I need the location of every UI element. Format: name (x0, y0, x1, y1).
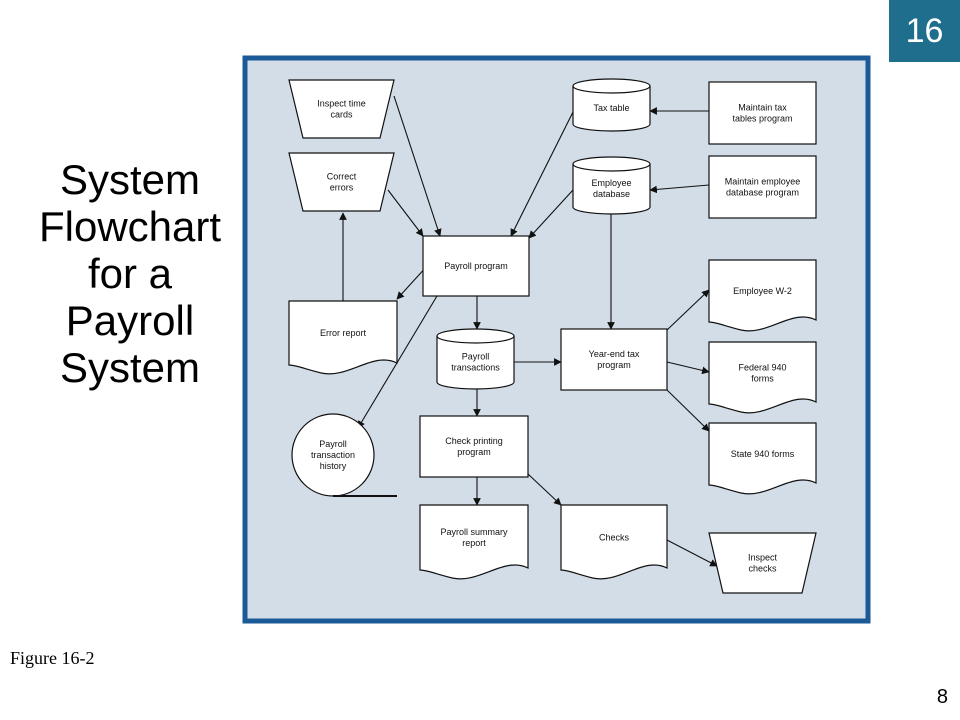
connector-arrow (393, 95, 442, 237)
chapter-badge: 16 (889, 0, 960, 62)
node-label: Employee (591, 178, 631, 188)
node-label: Payroll (462, 352, 490, 362)
node-label: transactions (451, 363, 500, 373)
node-label: errors (330, 183, 354, 193)
node-label: Error report (320, 328, 367, 338)
node-label: forms (751, 374, 774, 384)
connector-arrow (666, 389, 710, 432)
figure-caption: Figure 16-2 (10, 648, 95, 668)
title-line: Payroll (65, 297, 195, 344)
page-number: 8 (936, 686, 948, 708)
node-label: tables program (732, 114, 792, 124)
process-box (419, 415, 529, 478)
document-shape (708, 259, 817, 332)
connector-arrow (666, 361, 710, 375)
title-line: for a (87, 250, 173, 297)
process-box (708, 81, 817, 145)
node-label: program (597, 360, 631, 370)
node-label: transaction (311, 450, 355, 460)
title-line: System (59, 344, 201, 391)
node-label: Payroll summary (440, 527, 508, 537)
node-label: Payroll (319, 439, 347, 449)
connector-arrow (666, 289, 710, 331)
disk-storage-shape (572, 85, 651, 94)
process-box (560, 328, 668, 391)
connector-arrow (527, 473, 562, 506)
process-box (422, 235, 530, 297)
node-label: Year-end tax (589, 349, 640, 359)
document-shape (560, 504, 668, 580)
node-label: database (593, 189, 630, 199)
node-label: history (320, 461, 347, 471)
node-label: Checks (599, 533, 630, 543)
node-label: Maintain tax (738, 103, 787, 113)
title-line: System (59, 156, 201, 203)
node-error-report: Error report (288, 300, 398, 375)
node-label: Federal 940 (738, 363, 786, 373)
node-label: database program (726, 188, 799, 198)
connector-arrow (666, 539, 718, 567)
connector-arrow (510, 107, 576, 237)
node-label: Check printing (445, 436, 503, 446)
connectors (339, 95, 718, 567)
node-label: Tax table (593, 103, 629, 113)
document-shape (708, 341, 817, 414)
connector-arrow (528, 189, 574, 239)
node-label: Inspect time (317, 99, 366, 109)
node-label: Employee W-2 (733, 286, 792, 296)
connector-arrow (387, 189, 424, 237)
node-tax-table: Tax table (572, 78, 651, 132)
manual-operation-shape (708, 532, 817, 594)
node-label: Maintain employee (725, 177, 801, 187)
node-label: report (462, 538, 486, 548)
node-label: Inspect (748, 553, 778, 563)
process-box (708, 155, 817, 219)
node-label: program (457, 447, 491, 457)
node-label: Correct (327, 172, 357, 182)
slide-title: System Flowchart for a Payroll System (10, 156, 250, 391)
node-payroll-program: Payroll program (422, 235, 530, 297)
document-shape (419, 504, 529, 580)
manual-operation-shape (288, 79, 395, 139)
node-label: Payroll program (444, 261, 508, 271)
node-checks: Checks (560, 504, 668, 580)
document-shape (288, 300, 398, 375)
node-label: checks (748, 564, 777, 574)
document-shape (708, 422, 817, 495)
node-label: cards (330, 110, 353, 120)
disk-storage-shape (572, 163, 651, 172)
title-line: Flowchart (38, 203, 222, 250)
chapter-number: 16 (905, 11, 944, 50)
connector-arrow (649, 184, 710, 194)
node-state-940: State 940 forms (708, 422, 817, 495)
node-label: State 940 forms (731, 449, 795, 459)
node-employee-w2: Employee W-2 (708, 259, 817, 332)
manual-operation-shape (288, 152, 395, 212)
disk-storage-shape (436, 335, 515, 344)
